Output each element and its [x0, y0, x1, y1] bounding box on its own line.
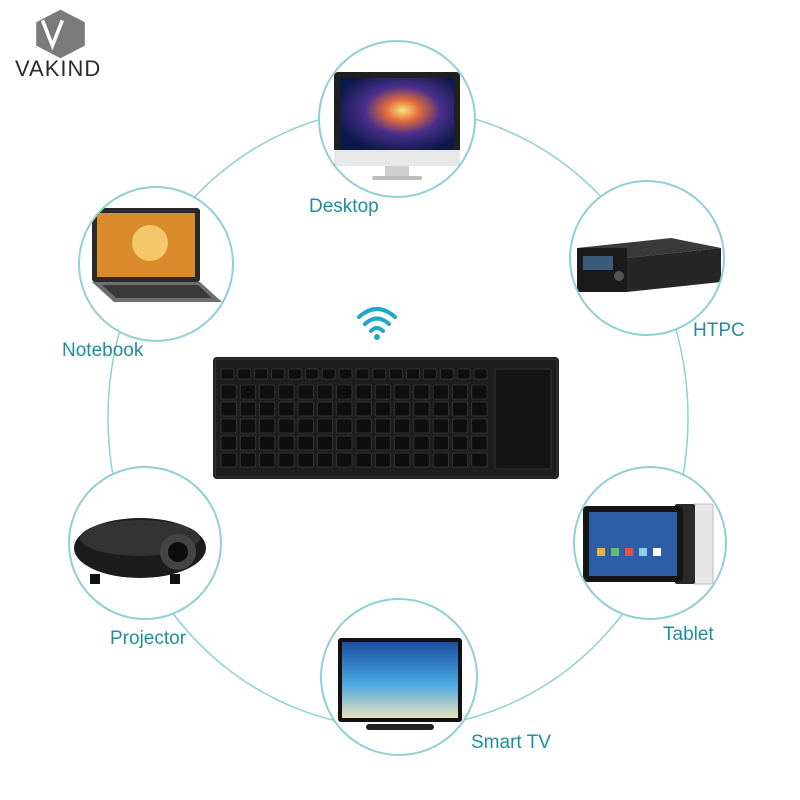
- desktop-label: Desktop: [309, 196, 379, 217]
- tablet-label: Tablet: [663, 624, 714, 645]
- brand-name: VAKIND: [15, 56, 102, 81]
- tablet-bubble: [573, 466, 727, 620]
- tablet-icon: [583, 503, 714, 585]
- wifi-icon: [357, 307, 397, 340]
- htpc-icon: [577, 238, 721, 292]
- htpc-bubble: [569, 180, 725, 336]
- smart-tv-icon: [338, 638, 462, 730]
- notebook-label: Notebook: [62, 340, 144, 361]
- projector-label: Projector: [110, 628, 187, 649]
- keyboard-icon: [213, 357, 559, 479]
- notebook-icon: [92, 208, 222, 302]
- desktop-icon: [334, 72, 460, 180]
- desktop-bubble: [318, 40, 476, 198]
- htpc-label: HTPC: [693, 320, 745, 341]
- smart-tv-bubble: [320, 598, 478, 756]
- brand-logo: [36, 9, 85, 59]
- projector-icon: [74, 518, 206, 584]
- notebook-bubble: [78, 186, 234, 342]
- projector-bubble: [68, 466, 222, 620]
- smart-tv-label: Smart TV: [471, 732, 551, 753]
